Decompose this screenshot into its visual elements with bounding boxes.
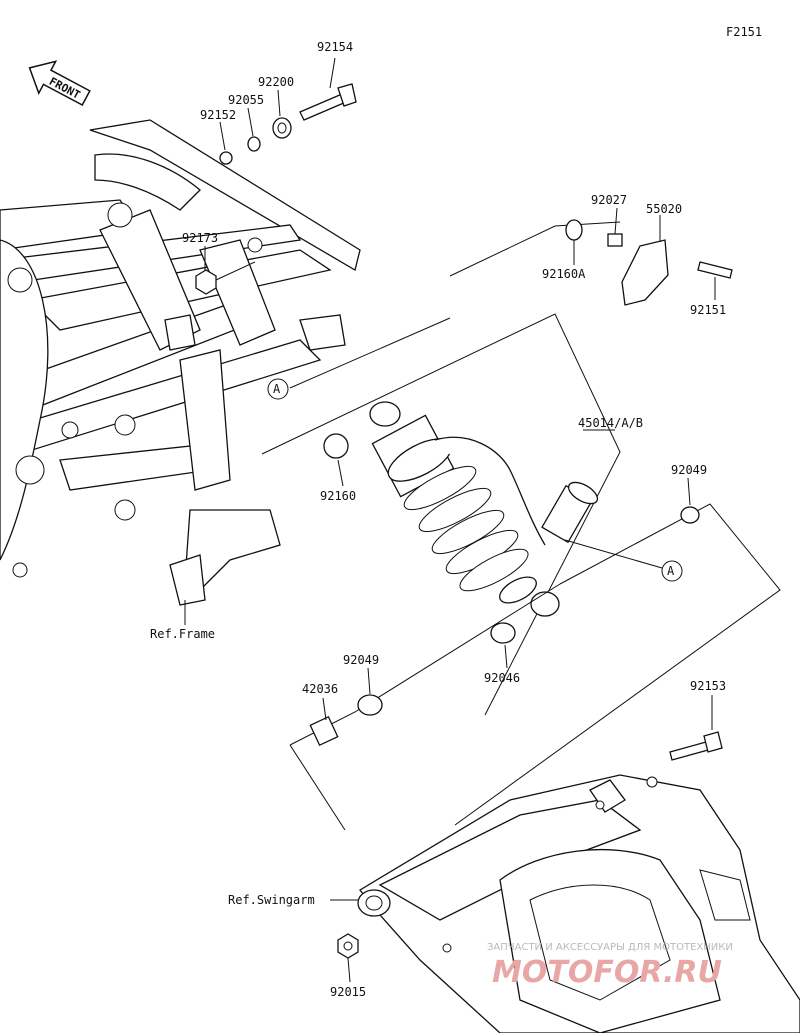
part-label-92153: 92153: [690, 679, 726, 693]
figure-code: F2151: [726, 25, 762, 39]
part-label-92152: 92152: [200, 108, 236, 122]
swingarm-illustration: [357, 774, 800, 1033]
collar-92160: [323, 433, 349, 459]
part-label-92049-right: 92049: [671, 463, 707, 477]
bolt-92151: [697, 261, 733, 279]
bolt-92153: [669, 741, 709, 761]
part-label-92049-left: 92049: [343, 653, 379, 667]
group-outline-top: [449, 221, 621, 277]
part-label-92160A: 92160A: [542, 267, 586, 281]
frame-illustration: [0, 119, 361, 606]
part-label-42036: 42036: [302, 682, 338, 696]
watermark-line2: MOTOFOR.RU: [492, 955, 722, 990]
group-outline-lower-left: [289, 583, 561, 746]
spacer-42036: [309, 715, 339, 747]
part-label-92160: 92160: [320, 489, 356, 503]
bearing-92046: [490, 622, 516, 644]
front-arrow-icon: FRONT: [28, 60, 91, 107]
nut-92173: [195, 261, 256, 295]
callout-a-lower: A: [667, 564, 675, 578]
watermark-line1: ЗАПЧАСТИ И АКСЕССУАРЫ ДЛЯ МОТОТЕХНИКИ: [487, 942, 733, 953]
callout-a-circle-lower: [661, 560, 683, 582]
part-label-55020: 55020: [646, 202, 682, 216]
part-label-92015: 92015: [330, 985, 366, 999]
callout-a-circle-upper: [267, 378, 289, 400]
part-label-92154: 92154: [317, 40, 353, 54]
part-label-92046: 92046: [484, 671, 520, 685]
nut-92152: [219, 151, 233, 165]
bush-92049-right: [680, 506, 700, 524]
bush-92049-left: [357, 694, 383, 716]
part-label-92173: 92173: [182, 231, 218, 245]
collar-92160A: [565, 219, 583, 241]
ring-92055: [247, 136, 261, 152]
bolt-92154: [299, 83, 357, 121]
part-label-92200: 92200: [258, 75, 294, 89]
part-label-92027: 92027: [591, 193, 627, 207]
group-outline-lower-right: [454, 503, 781, 826]
part-label-92055: 92055: [228, 93, 264, 107]
group-outline-shock: [261, 313, 621, 716]
part-label-92151: 92151: [690, 303, 726, 317]
ref-frame-label: Ref.Frame: [150, 627, 215, 641]
callout-a-upper: A: [273, 382, 281, 396]
part-label-45014: 45014/A/B: [578, 416, 643, 430]
ref-swingarm-label: Ref.Swingarm: [228, 893, 315, 907]
bracket-55020: [621, 239, 669, 306]
collar-92027: [607, 233, 623, 247]
shock-absorber-45014: [369, 401, 599, 617]
